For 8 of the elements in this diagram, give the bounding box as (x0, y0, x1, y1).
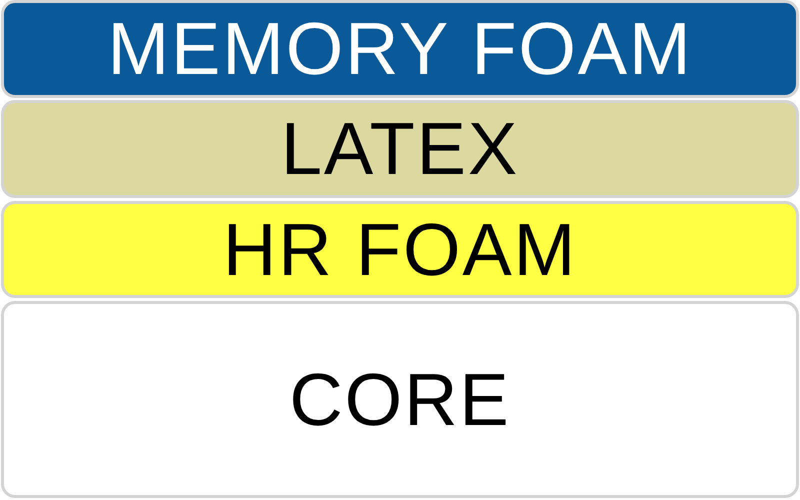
layer-label: LATEX (280, 112, 520, 186)
layer-box (1, 0, 799, 98)
layer-label: CORE (289, 362, 511, 436)
layer-box (1, 301, 799, 498)
layer-box (1, 201, 799, 298)
layer-label: MEMORY FOAM (108, 12, 692, 86)
layer-label: HR FOAM (222, 212, 578, 286)
layer-box (1, 100, 799, 198)
